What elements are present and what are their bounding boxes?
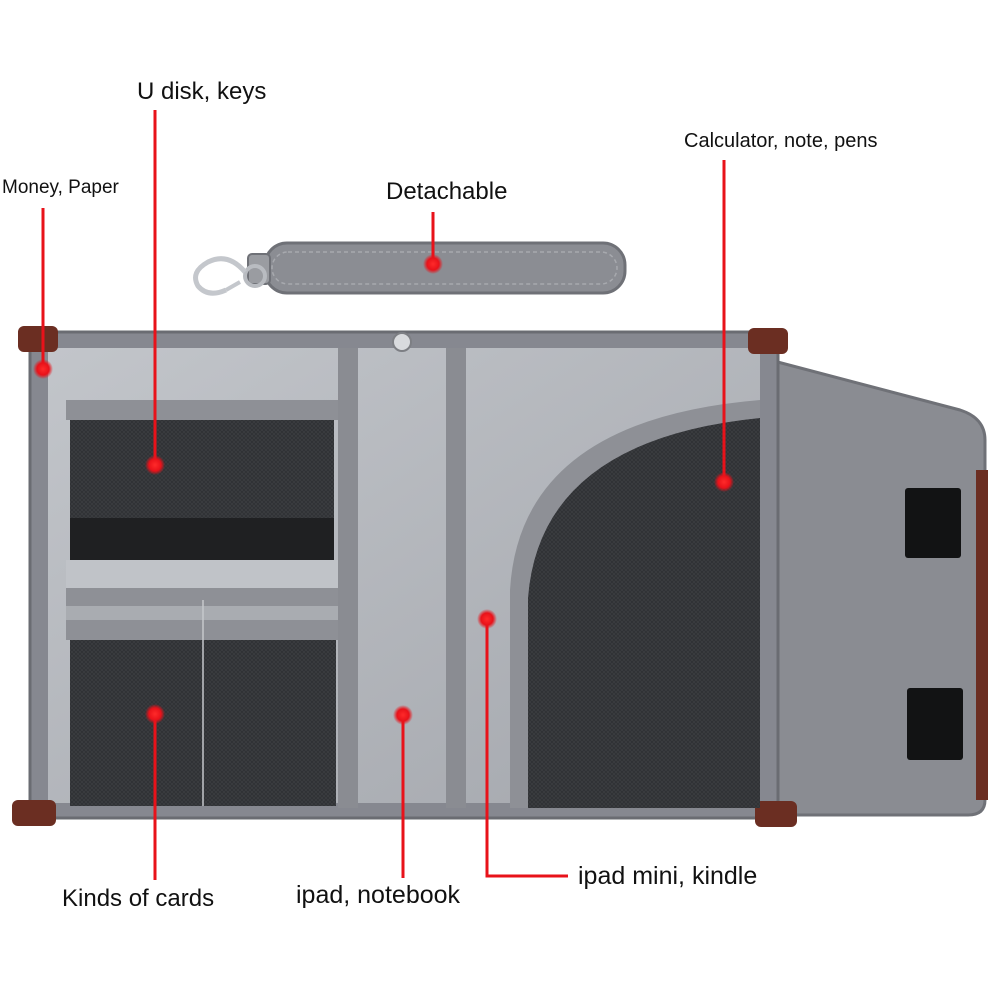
indicator-lines <box>41 110 726 880</box>
label-ipad-mini-kindle: ipad mini, kindle <box>578 862 758 890</box>
dot-detachable <box>423 254 443 274</box>
dot-ipad-notebook <box>393 705 413 725</box>
label-calculator: Calculator, note, pens <box>684 130 878 152</box>
indicator-dots <box>33 254 734 725</box>
dot-money-paper <box>33 359 53 379</box>
label-usb-keys: U disk, keys <box>137 78 267 105</box>
label-ipad-notebook: ipad, notebook <box>296 881 461 909</box>
detachable-strap <box>193 241 627 296</box>
organizer-body <box>12 326 988 827</box>
dot-cards <box>145 704 165 724</box>
dot-ipad-mini <box>477 609 497 629</box>
dot-usb-keys <box>145 455 165 475</box>
label-money-paper: Money, Paper <box>2 177 119 198</box>
dot-calculator <box>714 472 734 492</box>
label-detachable: Detachable <box>386 178 508 205</box>
label-cards: Kinds of cards <box>62 885 215 912</box>
